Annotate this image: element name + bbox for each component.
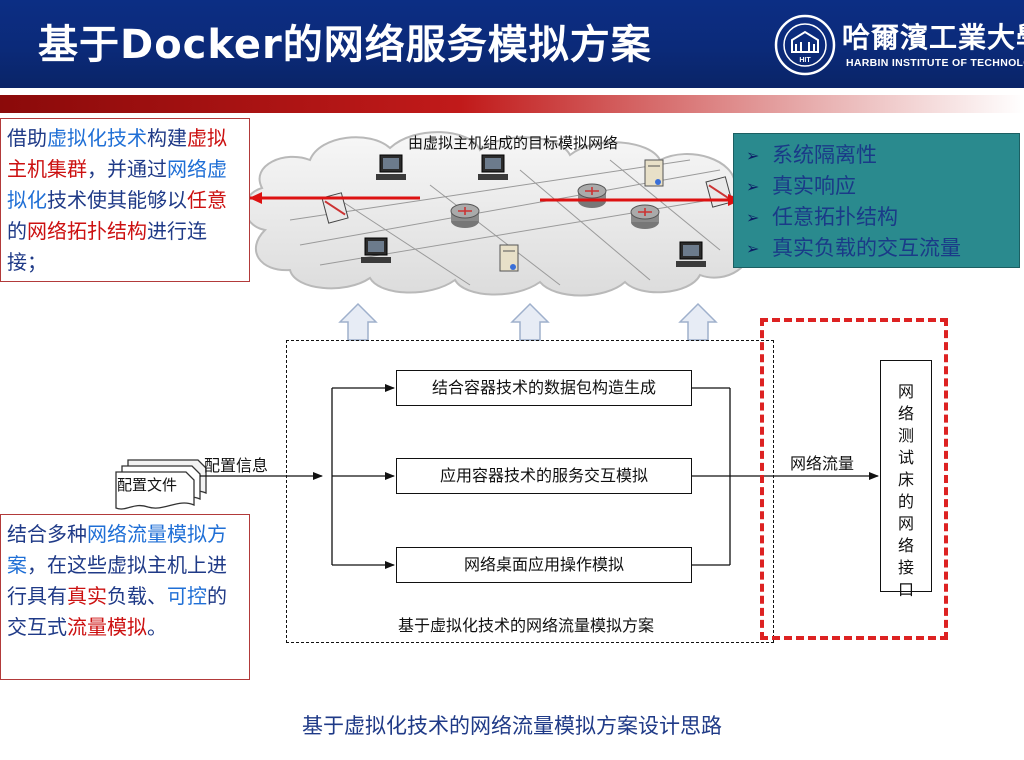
- feature-item: ➢ 系统隔离性: [746, 140, 1019, 171]
- note-text-segment: 虚拟化技术: [47, 126, 147, 150]
- process-box-packet-generation: 结合容器技术的数据包构造生成: [396, 370, 692, 406]
- process-box-desktop-app: 网络桌面应用操作模拟: [396, 547, 692, 583]
- header-bar: [0, 0, 1024, 88]
- config-info-label: 配置信息: [204, 456, 269, 475]
- computer-icon: [361, 237, 391, 263]
- note-text-segment: 结合多种: [7, 522, 87, 546]
- note-text-segment: 流量模拟: [67, 615, 147, 639]
- note-text-segment: 网络拓扑结构: [27, 219, 147, 243]
- feature-item: ➢ 任意拓扑结构: [746, 202, 1019, 233]
- arrow-bullet-icon: ➢: [746, 146, 760, 165]
- config-file-icon: [115, 459, 207, 510]
- router-icon: [630, 204, 660, 229]
- arrow-bullet-icon: ➢: [746, 239, 760, 258]
- computer-icon: [676, 241, 706, 267]
- note-text-segment: 的交互式: [7, 584, 227, 639]
- note-text-segment: 进行连接；: [7, 219, 207, 274]
- note-text-segment: 真实: [67, 584, 107, 608]
- process-box-service-interaction: 应用容器技术的服务交互模拟: [396, 458, 692, 494]
- feature-label: 真实负载的交互流量: [772, 236, 961, 260]
- note-text-segment: ，并通过: [87, 157, 167, 181]
- router-icon: [450, 203, 480, 228]
- university-name-cn: 哈爾濱工業大學: [842, 21, 1024, 54]
- note-text-segment: 负载、: [107, 584, 167, 608]
- computer-icon: [376, 154, 406, 180]
- feature-label: 任意拓扑结构: [772, 205, 898, 229]
- arrow-bullet-icon: ➢: [746, 208, 760, 227]
- page-title: 基于Docker的网络服务模拟方案: [38, 22, 652, 68]
- up-arrow-icon: [338, 302, 718, 341]
- feature-item: ➢ 真实负载的交互流量: [746, 233, 1019, 264]
- university-name-en: HARBIN INSTITUTE OF TECHNOLOG: [846, 57, 1024, 69]
- network-devices: [321, 154, 733, 272]
- features-box: ➢ 系统隔离性 ➢ 真实响应 ➢ 任意拓扑结构 ➢ 真实负载的交互流量: [733, 133, 1020, 268]
- feature-label: 真实响应: [772, 174, 856, 198]
- left-bottom-note: 结合多种网络流量模拟方案，在这些虚拟主机上进行具有真实负载、可控的交互式流量模拟…: [0, 514, 250, 680]
- feature-item: ➢ 真实响应: [746, 171, 1019, 202]
- seal-text: HIT: [799, 57, 811, 64]
- note-text-segment: 构建: [147, 126, 187, 150]
- note-text-segment: 技术使其能够以: [47, 188, 187, 212]
- server-icon: [499, 244, 519, 272]
- note-text-segment: 借助: [7, 126, 47, 150]
- firewall-icon: [321, 192, 349, 224]
- scheme-label: 基于虚拟化技术的网络流量模拟方案: [398, 616, 655, 635]
- testbed-interface-box: 网络测试床的网络接口: [880, 360, 932, 599]
- testbed-interface-label: 网络测试床的网络接口: [897, 382, 914, 599]
- server-icon: [644, 159, 664, 187]
- note-text-segment: 任意: [187, 188, 227, 212]
- computer-icon: [478, 154, 508, 180]
- config-file-label: 配置文件: [117, 476, 178, 494]
- note-text-segment: 可控: [167, 584, 207, 608]
- note-text-segment: 虚拟主机集群: [7, 126, 227, 181]
- note-text-segment: 网络虚拟化: [7, 157, 227, 212]
- arrow-bullet-icon: ➢: [746, 177, 760, 196]
- network-flow-label: 网络流量: [790, 454, 855, 473]
- note-text-segment: 的: [7, 219, 27, 243]
- title-accent-bar: [0, 95, 1024, 113]
- feature-label: 系统隔离性: [772, 143, 877, 167]
- note-text-segment: ，在这些虚拟主机上进行具有: [7, 553, 227, 608]
- figure-caption: 基于虚拟化技术的网络流量模拟方案设计思路: [302, 714, 722, 738]
- left-top-note: 借助虚拟化技术构建虚拟主机集群，并通过网络虚拟化技术使其能够以任意的网络拓扑结构…: [0, 118, 250, 282]
- cloud-label: 由虚拟主机组成的目标模拟网络: [408, 134, 619, 152]
- scheme-dashed-frame: [286, 340, 774, 643]
- university-seal-icon: HIT: [774, 14, 836, 76]
- note-text-segment: 网络流量模拟方案: [7, 522, 227, 577]
- router-icon: [577, 183, 607, 208]
- note-text-segment: 。: [147, 615, 167, 639]
- interface-highlight-frame: [760, 318, 948, 640]
